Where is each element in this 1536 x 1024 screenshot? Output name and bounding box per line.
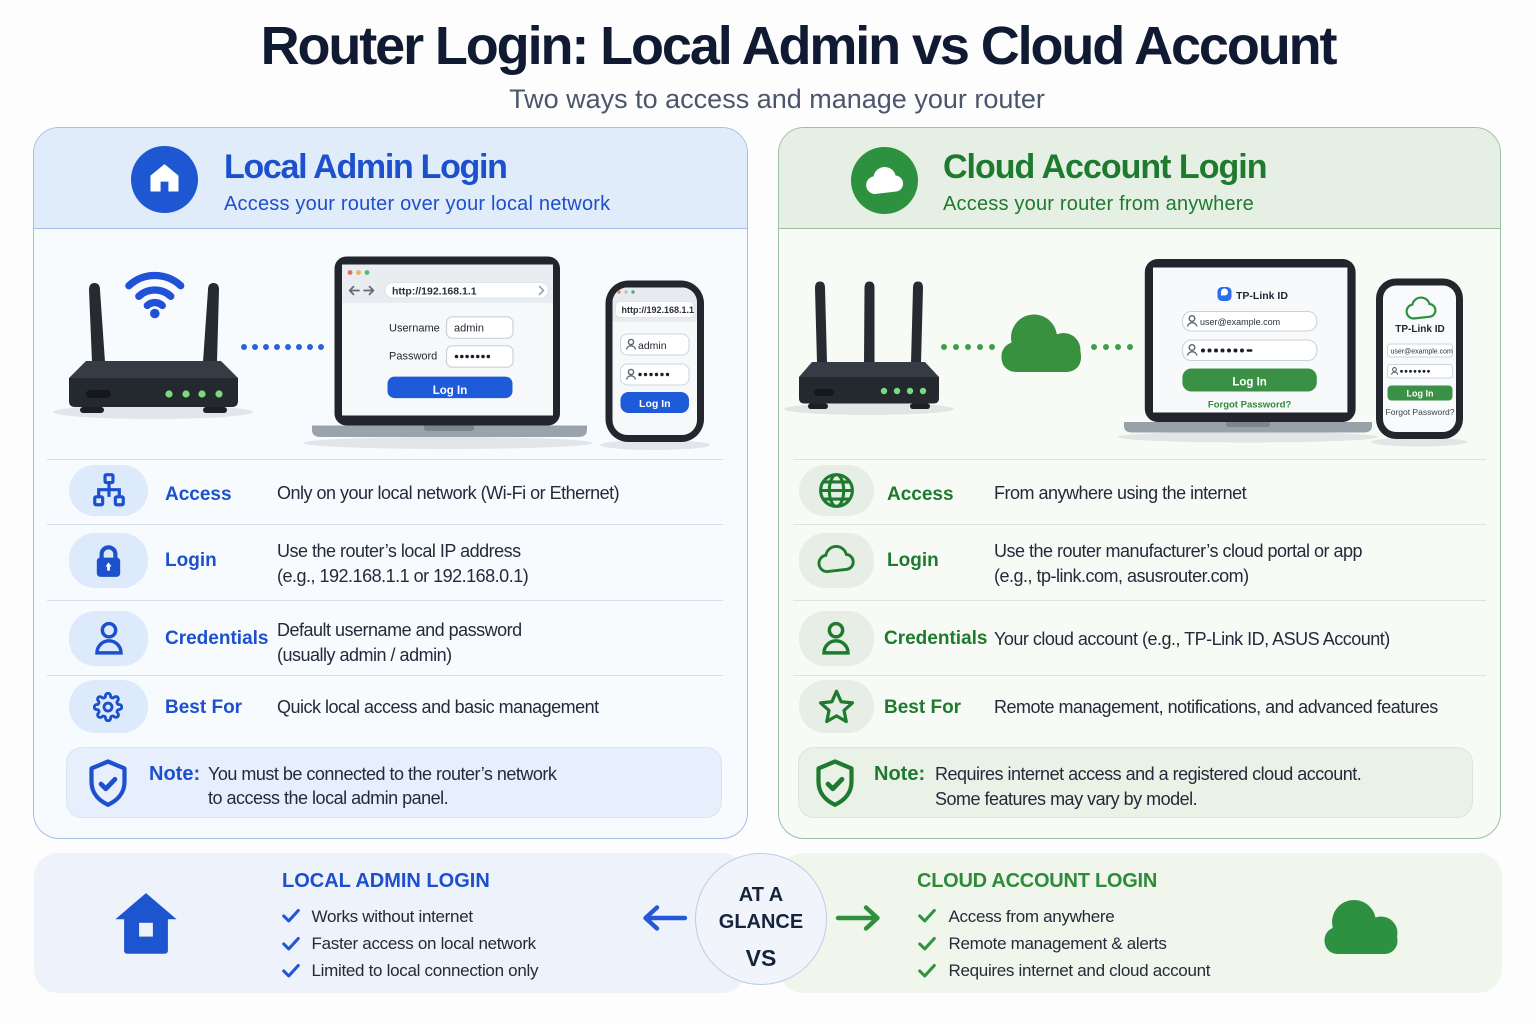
svg-text:Forgot Password?: Forgot Password? xyxy=(1386,407,1455,417)
svg-text:Log In: Log In xyxy=(639,398,671,410)
svg-text:user@example.com: user@example.com xyxy=(1391,349,1454,356)
svg-text:Log In: Log In xyxy=(1407,388,1434,398)
svg-text:http://192.168.1.1: http://192.168.1.1 xyxy=(392,286,477,298)
svg-text:Username: Username xyxy=(389,322,440,334)
svg-text:admin: admin xyxy=(638,340,667,352)
svg-text:http://192.168.1.1: http://192.168.1.1 xyxy=(622,305,695,315)
svg-text:Log In: Log In xyxy=(433,385,468,397)
svg-text:TP-Link ID: TP-Link ID xyxy=(1395,324,1444,335)
svg-text:TP-Link ID: TP-Link ID xyxy=(1236,290,1288,302)
svg-text:Forgot Password?: Forgot Password? xyxy=(1208,399,1292,410)
svg-text:admin: admin xyxy=(454,322,484,334)
svg-text:user@example.com: user@example.com xyxy=(1200,317,1280,327)
svg-text:Log In: Log In xyxy=(1232,376,1267,388)
svg-text:Password: Password xyxy=(389,351,437,363)
